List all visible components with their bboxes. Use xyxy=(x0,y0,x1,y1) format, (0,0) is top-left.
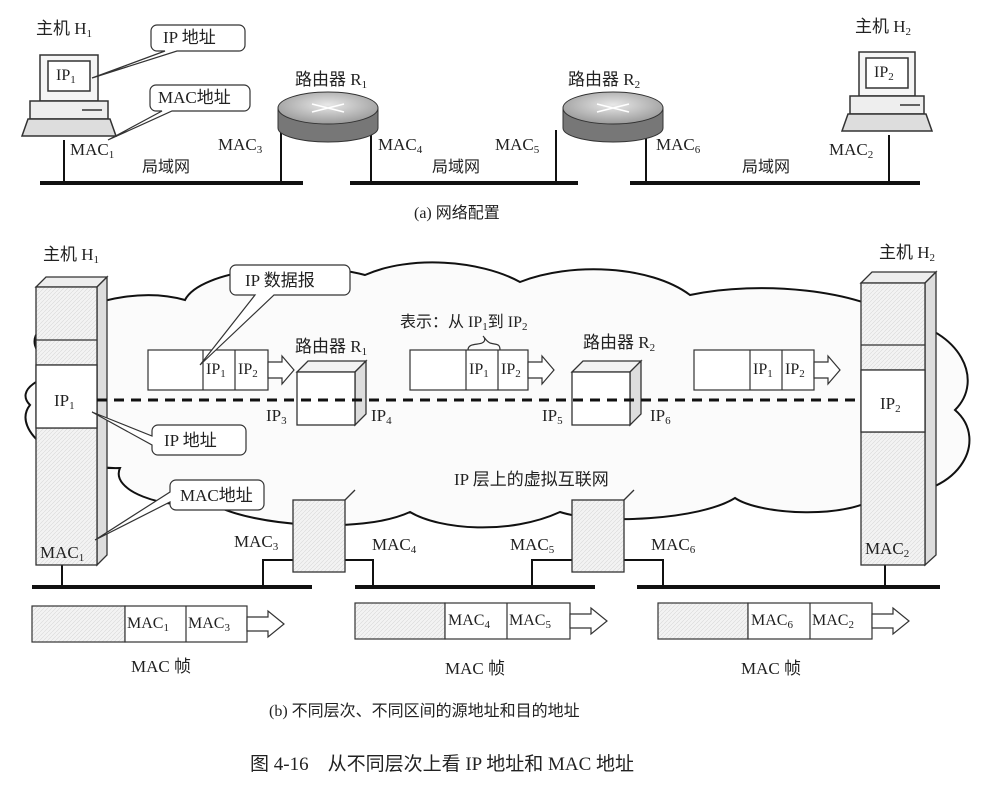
router2-box xyxy=(570,359,643,573)
ip6-label-b: IP6 xyxy=(650,406,671,427)
host2-stack xyxy=(859,270,938,567)
router2-a xyxy=(562,91,664,143)
cloud-label: IP 层上的虚拟互联网 xyxy=(454,470,609,489)
mac5-label-b: MAC5 xyxy=(510,535,555,556)
mac4-label-b: MAC4 xyxy=(372,535,417,556)
host2-label-a: 主机 H2 xyxy=(855,17,912,38)
callout-mac-address-a: MAC地址 xyxy=(158,88,231,107)
mac4-label-a: MAC4 xyxy=(378,135,423,156)
router1-label-b: 路由器 R1 xyxy=(295,337,368,358)
router1-a xyxy=(277,91,379,143)
dgram2-src-ip: IP1 xyxy=(469,361,489,380)
router2-label-b: 路由器 R2 xyxy=(583,333,656,354)
dgram3-dst-ip: IP2 xyxy=(785,361,805,380)
dgram2-dst-ip: IP2 xyxy=(501,361,521,380)
mac6-label-a: MAC6 xyxy=(656,135,701,156)
frame2-dst-mac: MAC5 xyxy=(509,612,551,631)
frame3-label: MAC 帧 xyxy=(741,659,801,678)
figure-caption: 图 4-16 从不同层次上看 IP 地址和 MAC 地址 xyxy=(250,754,635,775)
frame3-src-mac: MAC6 xyxy=(751,612,793,631)
host1-computer xyxy=(20,54,118,137)
router1-label-a: 路由器 R1 xyxy=(295,70,368,91)
frame1-label: MAC 帧 xyxy=(131,657,191,676)
host1-label-a: 主机 H1 xyxy=(36,19,93,40)
host1-stack xyxy=(34,275,109,567)
frame1-src-mac: MAC1 xyxy=(127,615,169,634)
host2-label-b: 主机 H2 xyxy=(879,243,936,264)
lan-drops-a xyxy=(63,130,890,183)
callout-mac-address-b: MAC地址 xyxy=(180,486,253,505)
mac2-label-a: MAC2 xyxy=(829,140,874,161)
host2-ip-label-a: IP2 xyxy=(874,64,894,83)
router2-label-a: 路由器 R2 xyxy=(568,70,641,91)
host1-ip-label-a: IP1 xyxy=(56,67,76,86)
lan-label-1-a: 局域网 xyxy=(142,159,191,176)
frame2-label: MAC 帧 xyxy=(445,659,505,678)
ip-datagrams xyxy=(147,349,841,391)
callout-ip-datagram: IP 数据报 xyxy=(245,271,315,290)
ip3-label-b: IP3 xyxy=(266,406,287,427)
mac3-label-b: MAC3 xyxy=(234,532,279,553)
lan-label-3-a: 局域网 xyxy=(742,159,791,176)
dgram1-src-ip: IP1 xyxy=(206,361,226,380)
ip5-label-b: IP5 xyxy=(542,406,563,427)
ip1-label-b: IP1 xyxy=(54,391,75,412)
caption-b: (b) 不同层次、不同区间的源地址和目的地址 xyxy=(269,703,580,720)
lan-drops-b xyxy=(61,559,886,587)
frame3-dst-mac: MAC2 xyxy=(812,612,854,631)
host1-label-b: 主机 H1 xyxy=(43,245,100,266)
callouts-a xyxy=(91,24,251,141)
legend-brace xyxy=(467,335,501,351)
callouts-b xyxy=(91,264,351,541)
mac2-label-b: MAC2 xyxy=(865,539,910,560)
mac1-label-b: MAC1 xyxy=(40,543,85,564)
mac-frames xyxy=(31,602,910,643)
ip4-label-b: IP4 xyxy=(371,406,392,427)
lan-label-2-a: 局域网 xyxy=(432,159,481,176)
mac6-label-b: MAC6 xyxy=(651,535,696,556)
caption-a: (a) 网络配置 xyxy=(414,205,500,222)
mac3-label-a: MAC3 xyxy=(218,135,263,156)
host2-computer xyxy=(840,51,934,132)
dgram1-dst-ip: IP2 xyxy=(238,361,258,380)
ip2-label-b: IP2 xyxy=(880,394,901,415)
dgram3-src-ip: IP1 xyxy=(753,361,773,380)
legend-text: 表示：从 IP1到 IP2 xyxy=(400,314,528,333)
frame1-dst-mac: MAC3 xyxy=(188,615,230,634)
callout-ip-address-b: IP 地址 xyxy=(164,431,217,450)
mac5-label-a: MAC5 xyxy=(495,135,540,156)
frame2-src-mac: MAC4 xyxy=(448,612,490,631)
callout-ip-address-a: IP 地址 xyxy=(163,28,216,47)
mac1-label-a: MAC1 xyxy=(70,140,115,161)
